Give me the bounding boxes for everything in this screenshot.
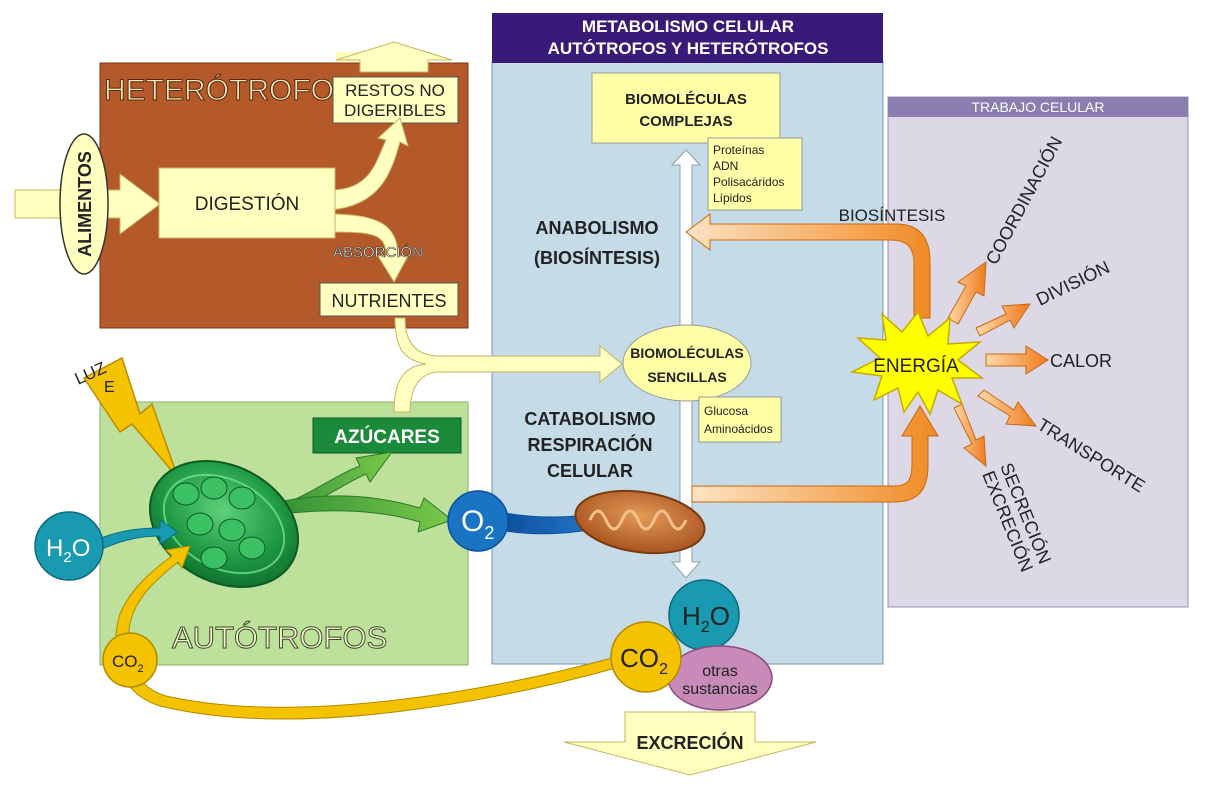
excretion-label: EXCRECIÓN — [636, 732, 743, 753]
food-oval — [59, 133, 109, 275]
digestion-box — [158, 167, 336, 239]
catabolism-down-arrow — [670, 395, 702, 579]
catabolism-label-2: RESPIRACIÓN — [527, 434, 652, 455]
complex-example-1: Proteínas — [713, 143, 764, 157]
oxygen-label: O2 — [461, 505, 494, 543]
co2-out-label: CO2 — [620, 643, 668, 678]
energy-label: ENERGÍA — [873, 356, 959, 377]
heat-label: CALOR — [1050, 351, 1112, 371]
energy-rays — [947, 260, 1049, 468]
remains-line-1: RESTOS NO — [345, 81, 445, 100]
other-line-1: otras — [702, 663, 738, 680]
complex-line-2: COMPLEJAS — [639, 113, 732, 130]
digestion-to-nutrients-arrow — [329, 213, 409, 284]
digestion-label: DIGESTIÓN — [195, 193, 300, 215]
simple-line-1: BIOMOLÉCULAS — [630, 345, 744, 361]
lightning-icon — [82, 356, 179, 479]
metabolism-title-1: METABOLISMO CELULAR — [582, 17, 794, 36]
secretion-ray — [953, 403, 987, 468]
metabolism-title-2: AUTÓTROFOS Y HETERÓTROFOS — [548, 39, 829, 58]
coordination-ray — [947, 260, 987, 325]
complex-examples-box — [707, 137, 803, 211]
co2-in-label: CO2 — [112, 652, 144, 675]
food-label: ALIMENTOS — [75, 151, 95, 257]
nutrients-to-biomolecules-arrow — [393, 317, 623, 413]
complex-example-2: ADN — [713, 159, 738, 173]
complex-example-3: Polisacáridos — [713, 175, 784, 189]
absorption-label: ABSORCIÓN — [333, 244, 423, 261]
nutrients-label: NUTRIENTES — [331, 291, 446, 311]
sugars-box — [312, 417, 462, 454]
anabolism-up-arrow — [670, 149, 702, 333]
excretion-arrow — [563, 711, 817, 776]
energy-letter: E — [104, 379, 115, 396]
remains-box — [332, 76, 459, 124]
water-to-chloroplast-arrow — [95, 519, 179, 551]
complex-line-1: BIOMOLÉCULAS — [625, 91, 747, 108]
remains-exit-arrow — [335, 41, 453, 73]
simple-examples-box — [698, 396, 782, 443]
water-out-label: H2O — [682, 601, 730, 636]
anabolism-label-2: (BIOSÍNTESIS) — [534, 247, 660, 268]
work-title: TRABAJO CELULAR — [971, 99, 1104, 115]
co2-return-arrow — [115, 545, 617, 720]
simple-example-2: Aminoácidos — [704, 422, 773, 436]
autotrophs-title: AUTÓTROFOS — [172, 620, 387, 655]
water-in-label: H2O — [46, 535, 90, 566]
energy-to-anabolism-arrow — [685, 213, 931, 319]
catabolism-label-1: CATABOLISMO — [524, 409, 655, 429]
sugars-label: AZÚCARES — [334, 426, 440, 448]
complex-example-4: Lípidos — [713, 191, 752, 205]
work-header — [888, 97, 1188, 117]
division-ray — [975, 303, 1031, 337]
complex-biomolecules-box — [591, 72, 781, 144]
biosynthesis-label: BIOSÍNTESIS — [839, 206, 946, 225]
co2-in-circle — [102, 632, 158, 688]
heat-ray — [985, 345, 1049, 375]
catabolism-label-3: CELULAR — [547, 461, 633, 481]
co2-out-circle — [610, 621, 682, 693]
energy-from-catabolism-arrow — [691, 405, 939, 503]
transport-ray — [977, 389, 1038, 427]
simple-example-1: Glucosa — [704, 404, 748, 418]
nutrients-box — [319, 282, 459, 317]
remains-line-2: DIGERIBLES — [344, 101, 446, 120]
oxygen-circle — [447, 490, 509, 552]
simple-line-2: SENCILLAS — [647, 369, 726, 385]
water-in-circle — [34, 511, 104, 581]
energy-starburst-icon — [849, 310, 985, 416]
heterotrophs-title: HETERÓTROFOS — [104, 74, 354, 107]
mitochondrion-icon — [574, 489, 706, 555]
metabolism-header — [492, 13, 883, 63]
anabolism-label-1: ANABOLISMO — [536, 218, 659, 238]
simple-biomolecules-oval — [622, 324, 752, 402]
digestion-to-remains-arrow — [329, 117, 409, 211]
other-line-2: sustancias — [682, 681, 758, 698]
